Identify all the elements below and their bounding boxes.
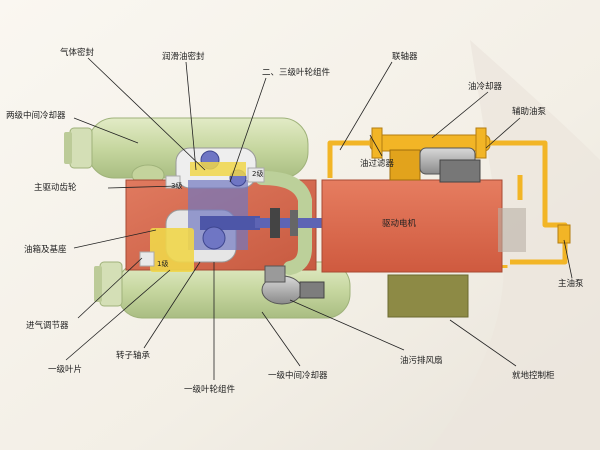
label-local-control-cabinet: 就地控制柜 [512, 370, 555, 381]
label-main-oil-pump: 主油泵 [558, 278, 584, 289]
label-oil-tank-base: 油箱及基座 [24, 244, 67, 255]
stage-2-tag: 2级 [252, 169, 263, 178]
label-inlet-regulator: 进气调节器 [26, 320, 69, 331]
label-coupling: 联轴器 [392, 51, 418, 62]
label-two-stage-intercooler: 两级中间冷却器 [6, 110, 66, 121]
label-stage-1-impeller: 一级叶轮组件 [184, 384, 236, 395]
label-stage-2-3-impeller: 二、三级叶轮组件 [262, 67, 331, 78]
label-aux-oil-pump: 辅助油泵 [512, 106, 547, 117]
label-stage-1-intercooler: 一级中间冷却器 [268, 370, 328, 381]
label-oil-cooler: 油冷却器 [468, 81, 503, 92]
label-stage-1-blade: 一级叶片 [48, 364, 82, 375]
label-oil-filter: 油过滤器 [360, 158, 395, 169]
stage-1-tag: 1级 [157, 259, 168, 268]
label-main-drive-gear: 主驱动齿轮 [34, 182, 77, 193]
stage-3-tag: 3级 [171, 181, 182, 190]
label-lube-seal: 润滑油密封 [162, 51, 205, 62]
label-drive-motor: 驱动电机 [382, 218, 417, 229]
label-rotor-bearing: 转子轴承 [116, 350, 151, 361]
label-oil-mist-fan: 油污排风扇 [400, 355, 443, 366]
label-gas-seal: 气体密封 [60, 47, 95, 58]
motor-end-shadow [498, 208, 526, 252]
local-control-cabinet [388, 275, 468, 317]
